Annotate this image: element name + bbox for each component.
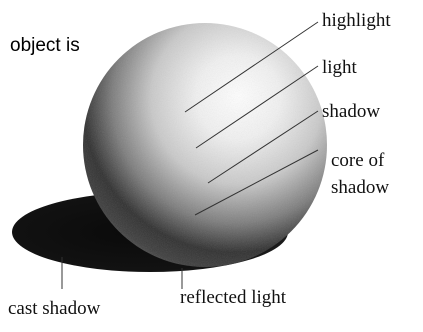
sphere-texture [83,23,327,267]
cast-shadow-label: cast shadow [8,298,101,319]
core-of-shadow-label-line1: core of [331,150,385,171]
light-label: light [322,57,358,78]
core-of-shadow-label-line2: shadow [331,177,389,198]
reflected-light-label: reflected light [180,287,287,308]
caption-text: object is [10,35,80,57]
shadow-label: shadow [322,101,380,122]
highlight-label: highlight [322,10,391,31]
